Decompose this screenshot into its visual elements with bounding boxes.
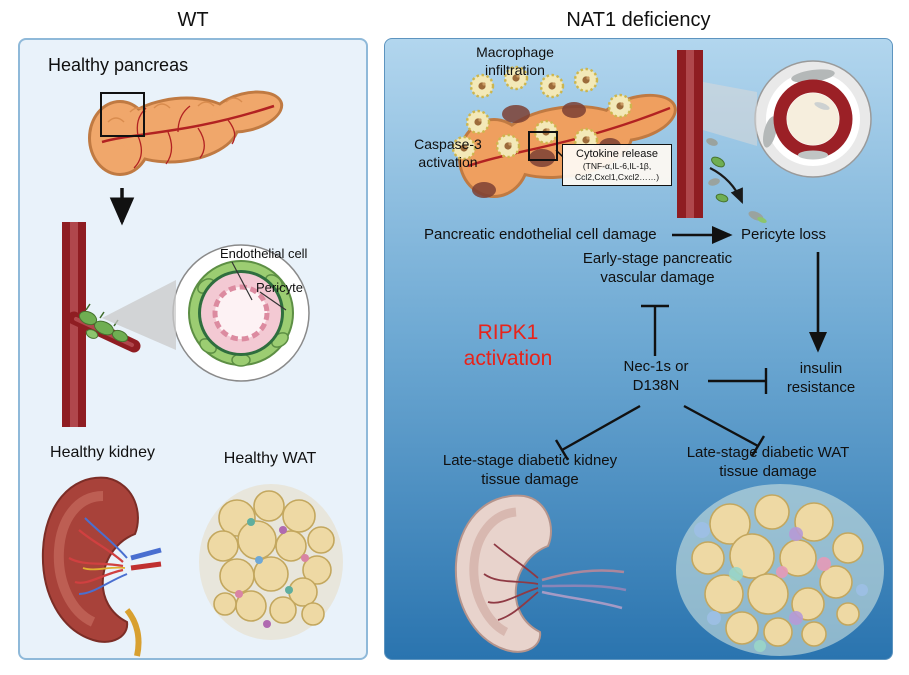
- late-wat-damage-label: Late-stage diabetic WAT tissue damage: [686, 444, 850, 480]
- pericyte-loss-label: Pericyte loss: [741, 226, 827, 243]
- healthy-vessel-crosssection: [172, 244, 310, 382]
- insulin-resistance-label: insulin resistance: [786, 360, 856, 396]
- pericyte-detach-arrow: [709, 167, 744, 205]
- late-kidney-damage-label: Late-stage diabetic kidney tissue damage: [442, 452, 618, 488]
- cytokine-release-detail: (TNF-α,IL-6,IL-1β, Ccl2,Cxcl1,Cxcl2……): [574, 161, 660, 183]
- healthy-pancreas-illustration: [88, 90, 284, 176]
- ripk1-activation-label: RIPK1 activation: [463, 321, 553, 371]
- vessel-damage-fragments: [706, 138, 729, 203]
- damaged-vessel-illustration: [677, 50, 767, 224]
- nat1-title: NAT1 deficiency: [566, 9, 711, 31]
- macrophage-infiltration-label: Macrophage infiltration: [476, 44, 554, 78]
- endothelial-cell-label: Endothelial cell: [220, 246, 308, 261]
- cytokine-release-title: Cytokine release: [576, 148, 658, 160]
- endothelial-damage-label: Pancreatic endothelial cell damage: [424, 226, 657, 243]
- pericyte-label: Pericyte: [256, 280, 303, 295]
- healthy-vessel-illustration: [62, 222, 141, 427]
- healthy-wat-label: Healthy WAT: [223, 450, 317, 467]
- healthy-kidney-label: Healthy kidney: [50, 444, 155, 461]
- cytokine-zoom-box: [528, 131, 558, 161]
- caspase-activation-label: Caspase-3 activation: [414, 136, 482, 170]
- early-stage-damage-label: Early-stage pancreatic vascular damage: [582, 250, 733, 286]
- healthy-wat-illustration: [199, 484, 343, 640]
- diabetic-kidney-illustration: [454, 494, 627, 653]
- wt-title: WT: [177, 9, 209, 31]
- nec1s-d138n-label: Nec-1s or D138N: [623, 358, 689, 394]
- healthy-kidney-illustration: [41, 476, 162, 657]
- cytokine-release-box: Cytokine release (TNF-α,IL-6,IL-1β, Ccl2…: [562, 144, 672, 187]
- diabetic-wat-illustration: [676, 484, 884, 656]
- healthy-pancreas-label: Healthy pancreas: [48, 55, 189, 75]
- pancreas-zoom-box: [100, 92, 145, 137]
- damaged-vessel-crosssection: [754, 60, 872, 178]
